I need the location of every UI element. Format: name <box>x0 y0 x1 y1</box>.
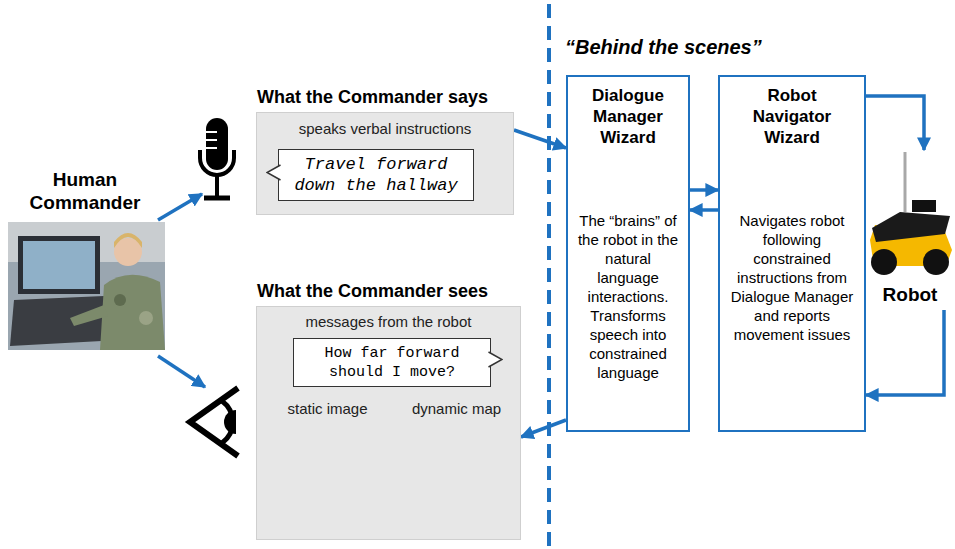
robot-camera <box>912 200 936 212</box>
output-panel: What the Commander seesmessages from the… <box>256 306 521 540</box>
flow-arrow <box>514 130 566 148</box>
panel-heading: What the Commander sees <box>257 281 557 302</box>
bubble-tail <box>488 351 503 369</box>
image-frame: dynamic map <box>397 421 516 536</box>
camo-spot <box>139 311 153 325</box>
image-label: dynamic map <box>397 400 516 417</box>
flow-arrow <box>866 310 944 395</box>
mic-cradle <box>200 150 234 175</box>
robot-top-plate <box>872 212 950 242</box>
robot-label: Robot <box>868 284 952 306</box>
mic-grille <box>206 131 217 133</box>
box-body: The “brains” of the robot in the natural… <box>573 211 683 382</box>
flow-arrow <box>866 96 924 150</box>
bubble-tail-outline <box>267 165 281 180</box>
input-panel: What the Commander saysspeaks verbal ins… <box>256 112 514 215</box>
speech-bubble: Travel forward down the hallway <box>278 149 474 201</box>
screen-content <box>23 241 95 289</box>
mic-grille <box>206 139 217 141</box>
box-body: Navigates robot following constrained in… <box>725 211 859 344</box>
mic-stem <box>215 175 219 196</box>
person-uniform <box>100 275 165 350</box>
robot-wheel <box>871 249 897 275</box>
bubble-text: Travel forward down the hallway <box>289 154 463 196</box>
eye-pupil <box>224 410 236 434</box>
image-frame: static image <box>267 421 388 536</box>
robot-figure: Robot <box>868 150 952 310</box>
actor-figure: Human Commander <box>5 168 165 353</box>
flow-arrow <box>690 188 718 192</box>
camo-spot <box>114 294 126 306</box>
arrow-to-eye <box>158 356 205 387</box>
bubble-text: How far forward should I move? <box>302 344 482 382</box>
laptop-screen <box>18 236 100 294</box>
actor-label: Human Commander <box>25 168 145 214</box>
box-title: Robot Navigator Wizard <box>740 85 844 148</box>
bubble-tail-outline <box>489 352 503 367</box>
panel-heading: What the Commander says <box>257 87 557 108</box>
image-label: static image <box>267 400 388 417</box>
box-title: Dialogue Manager Wizard <box>574 85 682 148</box>
bubble-tail <box>266 164 281 182</box>
panel-caption: speaks verbal instructions <box>257 120 513 137</box>
photo-background <box>8 222 165 350</box>
robot-wheel <box>923 249 949 275</box>
mic-capsule <box>206 118 228 170</box>
mic-base <box>204 196 230 201</box>
process-box: Robot Navigator WizardNavigates robot fo… <box>718 75 866 432</box>
panel-caption: messages from the robot <box>257 313 520 330</box>
section-title: “Behind the scenes” <box>565 36 762 59</box>
eye-outline <box>190 388 238 456</box>
process-box: Dialogue Manager WizardThe “brains” of t… <box>566 75 690 432</box>
message-bubble: How far forward should I move? <box>293 338 491 387</box>
person-arm <box>70 305 108 326</box>
person-hair <box>114 233 142 248</box>
flow-arrow <box>521 420 566 437</box>
divider-line <box>547 4 551 549</box>
flow-arrow <box>690 208 718 212</box>
mic-grille <box>206 147 217 149</box>
arrow-to-mic <box>158 194 202 220</box>
robot-antenna <box>904 152 907 212</box>
